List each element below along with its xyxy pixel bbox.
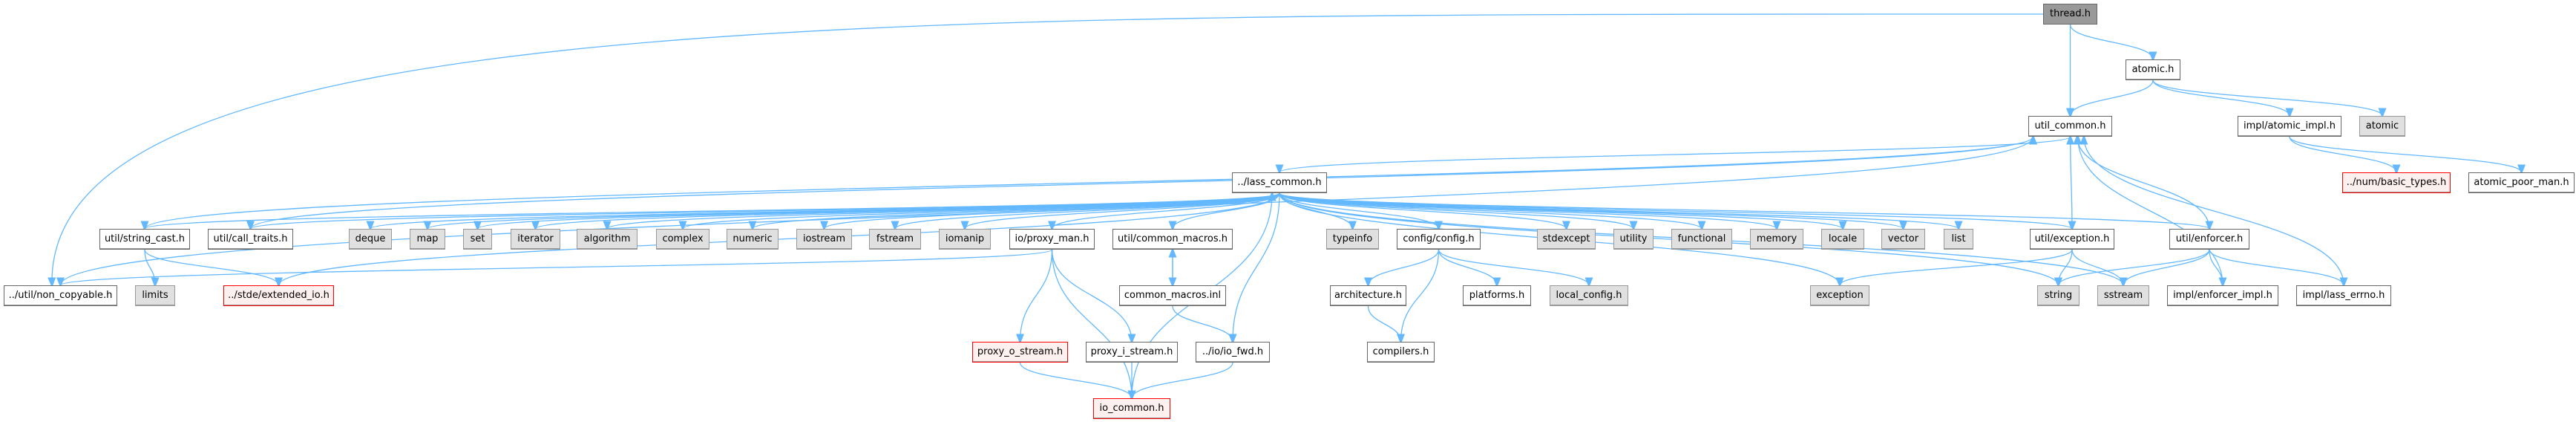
edge-common-macros-inl-to-io-fwd [1172, 305, 1233, 342]
node-limits[interactable]: limits [135, 285, 175, 306]
edge-util-exception-to-sstream [2071, 249, 2123, 285]
edge-io-fwd-to-io-common [1132, 362, 1233, 398]
edge-lass-common-to-stdexcept [1279, 192, 1567, 229]
node-map[interactable]: map [410, 229, 445, 250]
node-common-macros-h[interactable]: util/common_macros.h [1112, 229, 1233, 250]
node-atomic-poor-man[interactable]: atomic_poor_man.h [2468, 172, 2575, 193]
node-complex[interactable]: complex [656, 229, 709, 250]
node-functional[interactable]: functional [1671, 229, 1732, 250]
node-string-cast[interactable]: util/string_cast.h [99, 229, 190, 250]
node-vector[interactable]: vector [1881, 229, 1925, 250]
edge-lass-common-to-functional [1279, 192, 1702, 229]
node-basic-types[interactable]: ../num/basic_types.h [2342, 172, 2451, 193]
node-stdexcept[interactable]: stdexcept [1537, 229, 1596, 250]
edge-thread-to-non-copyable [52, 13, 2044, 285]
edge-enforcer-to-enforcer-impl [2209, 249, 2223, 285]
edge-non-copyable-to-util-common [59, 137, 2033, 286]
node-iostream[interactable]: iostream [796, 229, 852, 250]
edge-enforcer-to-string [2059, 249, 2210, 285]
edge-lass-common-to-map [427, 192, 1280, 229]
node-extended-io[interactable]: ../stde/extended_io.h [223, 285, 334, 306]
node-exception[interactable]: exception [1810, 285, 1869, 306]
node-list[interactable]: list [1944, 229, 1973, 250]
edge-lass-common-to-extended-io [279, 192, 1280, 285]
edge-lass-common-to-utility [1279, 192, 1633, 229]
node-locale[interactable]: locale [1821, 229, 1864, 250]
edge-call-traits-to-util-common [249, 137, 2033, 230]
node-non-copyable[interactable]: ../util/non_copyable.h [4, 285, 117, 306]
node-set[interactable]: set [463, 229, 492, 250]
edge-lass-common-to-list [1279, 192, 1959, 229]
node-typeinfo[interactable]: typeinfo [1326, 229, 1379, 250]
edge-util-common-to-lass-common [1279, 136, 2071, 172]
node-util-common[interactable]: util_common.h [2028, 116, 2112, 137]
node-iomanip[interactable]: iomanip [939, 229, 991, 250]
edge-lass-common-to-io-fwd [1233, 192, 1280, 342]
node-atomic-h[interactable]: atomic.h [2126, 59, 2180, 80]
node-iterator[interactable]: iterator [511, 229, 560, 250]
edge-config-to-platforms [1438, 249, 1498, 285]
node-algorithm[interactable]: algorithm [577, 229, 638, 250]
edge-config-to-local-config [1438, 249, 1590, 285]
edge-lass-common-to-iomanip [965, 192, 1280, 229]
edge-thread-to-atomic-h [2069, 24, 2154, 59]
node-util-exception[interactable]: util/exception.h [2030, 229, 2114, 250]
edge-config-to-compilers [1401, 249, 1440, 342]
edge-lass-common-to-string-cast [145, 192, 1280, 229]
edge-proxy-man-to-proxy-i-stream [1051, 249, 1133, 342]
edge-proxy-man-to-proxy-o-stream [1020, 249, 1053, 342]
node-proxy-o-stream[interactable]: proxy_o_stream.h [972, 342, 1068, 363]
node-config[interactable]: config/config.h [1397, 229, 1481, 250]
edge-config-to-architecture [1369, 249, 1440, 285]
edge-string-cast-to-limits [144, 249, 155, 285]
edge-lass-common-to-util-exception [1279, 192, 2072, 229]
node-proxy-man[interactable]: io/proxy_man.h [1009, 229, 1095, 250]
node-io-fwd[interactable]: ../io/io_fwd.h [1196, 342, 1270, 363]
node-enforcer-impl[interactable]: impl/enforcer_impl.h [2167, 285, 2278, 306]
node-compilers[interactable]: compilers.h [1367, 342, 1435, 363]
node-numeric[interactable]: numeric [727, 229, 779, 250]
edge-util-exception-to-util-common [2071, 137, 2072, 230]
node-utility[interactable]: utility [1613, 229, 1654, 250]
node-atomic-impl[interactable]: impl/atomic_impl.h [2238, 116, 2341, 137]
node-lass-errno[interactable]: impl/lass_errno.h [2296, 285, 2391, 306]
node-atomic-std[interactable]: atomic [2359, 116, 2405, 137]
node-proxy-i-stream[interactable]: proxy_i_stream.h [1086, 342, 1178, 363]
node-fstream[interactable]: fstream [869, 229, 921, 250]
node-lass-common[interactable]: ../lass_common.h [1232, 172, 1327, 193]
edge-lass-common-to-memory [1279, 192, 1777, 229]
node-local-config[interactable]: local_config.h [1550, 285, 1628, 306]
edge-enforcer-impl-to-util-common [2078, 137, 2223, 286]
edge-architecture-to-compilers [1367, 305, 1401, 342]
edge-proxy-man-to-non-copyable [61, 249, 1053, 285]
node-memory[interactable]: memory [1750, 229, 1803, 250]
node-call-traits[interactable]: util/call_traits.h [208, 229, 293, 250]
node-deque[interactable]: deque [349, 229, 392, 250]
edge-atomic-h-to-atomic-std [2152, 79, 2382, 116]
node-architecture[interactable]: architecture.h [1330, 285, 1406, 306]
node-string[interactable]: string [2037, 285, 2080, 306]
node-common-macros-inl[interactable]: common_macros.inl [1119, 285, 1226, 306]
node-platforms[interactable]: platforms.h [1463, 285, 1531, 306]
edge-string-cast-to-extended-io [144, 249, 279, 285]
edge-enforcer-to-lass-errno [2209, 249, 2344, 285]
edge-atomic-h-to-atomic-impl [2152, 79, 2290, 116]
edge-lass-common-to-string [1279, 192, 2059, 285]
edge-atomic-impl-to-atomic-poor-man [2289, 136, 2522, 172]
node-sstream[interactable]: sstream [2097, 285, 2149, 306]
edge-atomic-impl-to-basic-types [2289, 136, 2396, 172]
edge-atomic-h-to-util-common [2071, 79, 2154, 116]
edge-lass-errno-to-util-common [2084, 137, 2344, 286]
edge-proxy-o-stream-to-io-common [1019, 362, 1133, 398]
edge-lass-common-to-fstream [895, 192, 1280, 229]
edge-enforcer-to-util-common [2077, 137, 2210, 230]
edge-proxy-man-to-io-common [1051, 249, 1133, 398]
node-io-common[interactable]: io_common.h [1093, 398, 1170, 419]
edge-enforcer-to-sstream [2123, 249, 2210, 285]
node-thread[interactable]: thread.h [2043, 4, 2097, 25]
node-enforcer[interactable]: util/enforcer.h [2169, 229, 2249, 250]
edge-util-exception-to-exception [1840, 249, 2073, 285]
